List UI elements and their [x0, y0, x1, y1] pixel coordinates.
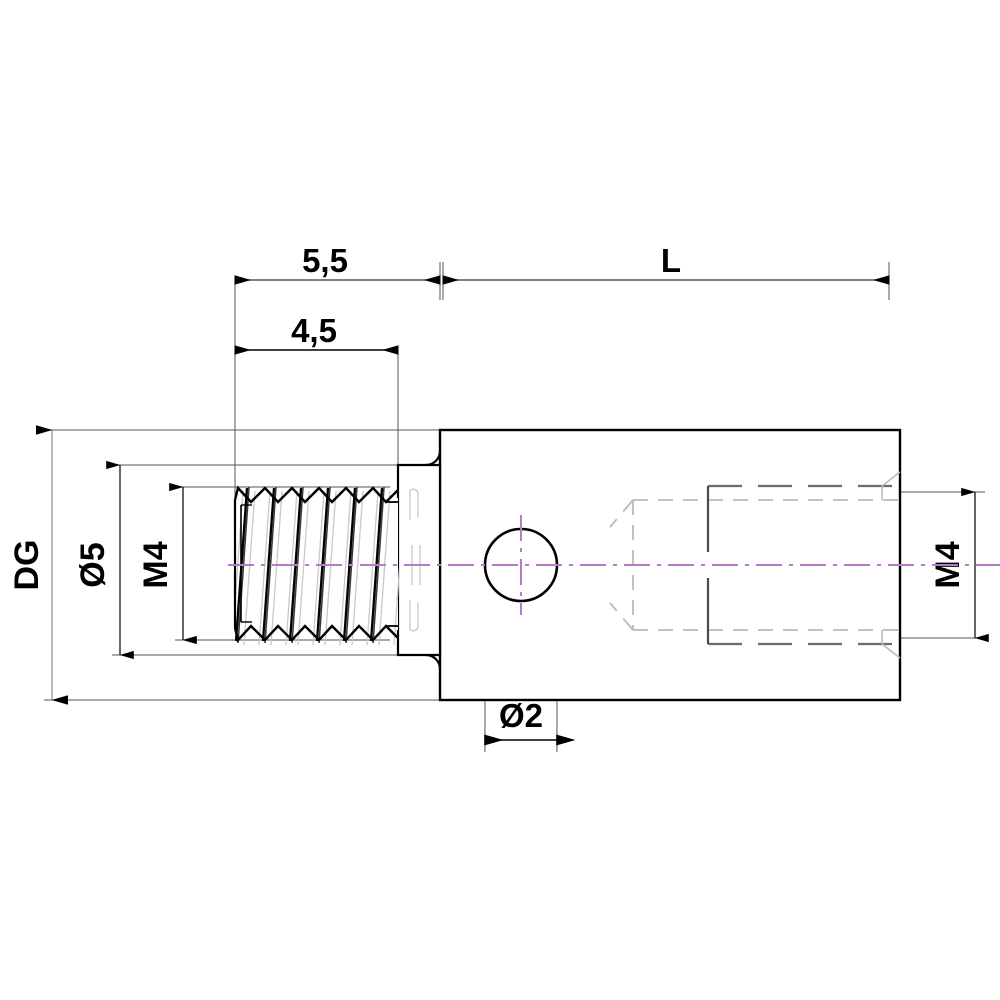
drill-point-lower	[609, 602, 634, 631]
dim-label-L: L	[661, 242, 681, 279]
dim-label-dia2: Ø2	[499, 697, 543, 734]
vertical-dimensions	[35, 425, 989, 705]
dim-label-DG: DG	[8, 540, 46, 591]
internal-thread-hidden	[609, 471, 901, 659]
dim-label-dia5: Ø5	[74, 542, 112, 587]
thread-crest-top	[233, 485, 399, 504]
horizontal-dimensions	[234, 275, 890, 355]
thread-crest-bottom	[233, 624, 399, 643]
centerlines	[228, 515, 1000, 615]
dim-label-5-5: 5,5	[302, 242, 348, 279]
dim-label-4-5: 4,5	[291, 312, 337, 349]
drill-point-upper	[609, 499, 634, 528]
collar-shoulder	[396, 450, 442, 670]
dim-label-M4-left: M4	[137, 541, 175, 588]
